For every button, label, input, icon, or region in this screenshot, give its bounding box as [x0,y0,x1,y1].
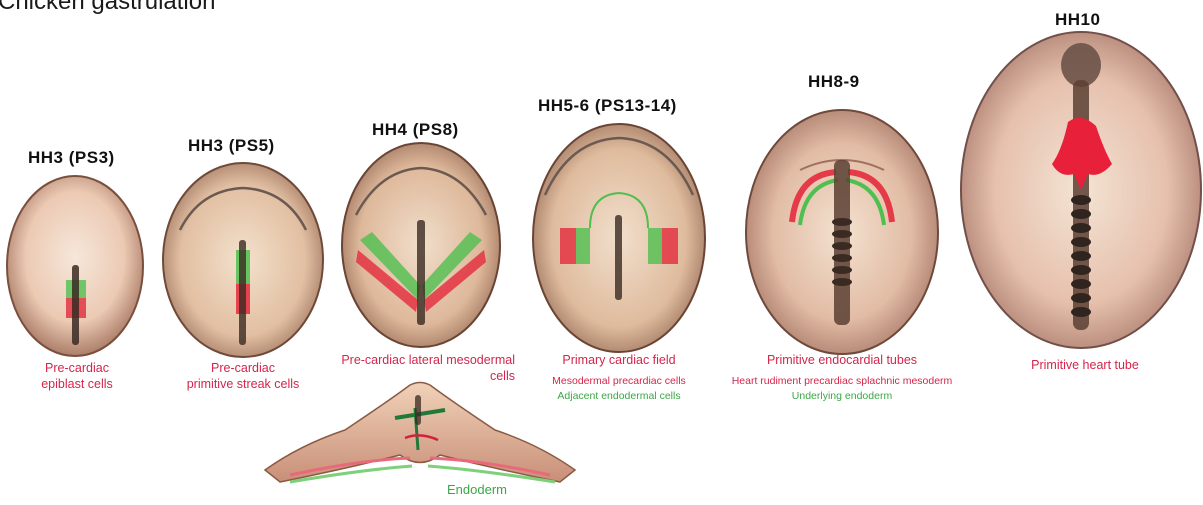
caption-hh10: Primitive heart tube [1000,357,1170,373]
